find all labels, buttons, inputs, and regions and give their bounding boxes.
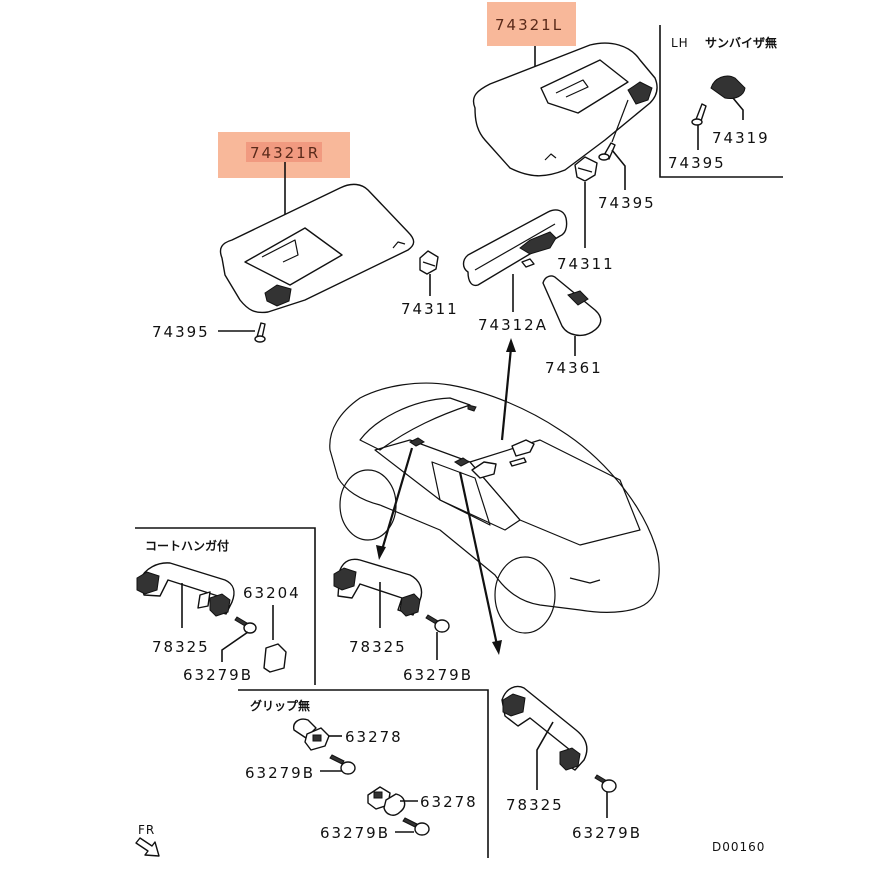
inset-frame	[659, 25, 783, 178]
inset-title: コートハンガ付	[145, 538, 229, 553]
part-label[interactable]: 78325	[506, 796, 564, 814]
part-label[interactable]: 74395	[668, 154, 726, 172]
location-arrow-grip-center	[376, 447, 414, 560]
inset-coat-hanger: コートハンガ付 78325 63204 63279B	[135, 527, 316, 685]
inset-frame	[135, 527, 316, 685]
diagram-code: D00160	[712, 840, 765, 854]
location-arrow-mirror	[500, 338, 516, 441]
part-label[interactable]: 74361	[545, 359, 603, 377]
part-label[interactable]: 74312A	[478, 316, 548, 334]
inset-lh-no-sunvisor: LH サンバイザ無 74319 74395	[659, 25, 783, 178]
part-label: 74321R	[250, 144, 320, 162]
direction-label: FR	[138, 823, 155, 837]
callout-74321l[interactable]: 74321L	[487, 2, 576, 46]
inset-frame	[238, 689, 489, 858]
assist-grip-right[interactable]	[501, 685, 588, 771]
screw-coat-hanger[interactable]	[234, 616, 257, 634]
part-label[interactable]: 74319	[712, 129, 770, 147]
visor-bracket[interactable]	[710, 75, 746, 99]
rear-view-mirror[interactable]	[462, 209, 568, 287]
screw-no-grip-2[interactable]	[402, 817, 430, 836]
guide-line	[611, 99, 629, 143]
part-label[interactable]: 63204	[243, 584, 301, 602]
leader-line	[536, 721, 554, 790]
part-label[interactable]: 63279B	[320, 824, 390, 842]
inset-title: サンバイザ無	[705, 35, 777, 50]
highlight-text-bg	[246, 142, 322, 162]
part-label[interactable]: 63278	[420, 793, 478, 811]
leader-line	[611, 149, 626, 190]
part-label[interactable]: 74395	[152, 323, 210, 341]
location-arrow-grip-right	[458, 471, 502, 655]
sun-visor-left[interactable]	[472, 42, 658, 177]
leader-line	[221, 631, 249, 662]
inset-no-grip: グリップ無 63278 63279B 63278 63279B	[238, 689, 489, 858]
visor-holder-left[interactable]	[574, 156, 598, 182]
inset-title: グリップ無	[250, 698, 310, 713]
part-label[interactable]: 63278	[345, 728, 403, 746]
highlight-box	[487, 2, 576, 46]
front-arrow-icon	[135, 837, 160, 857]
part-label[interactable]: 63279B	[403, 666, 473, 684]
sun-visor-right[interactable]	[219, 183, 415, 314]
callout-74321r[interactable]: 74321R	[218, 132, 350, 178]
part-label: 74321L	[495, 16, 563, 34]
screw-left[interactable]	[598, 142, 616, 161]
assist-grip-center[interactable]	[333, 558, 423, 617]
coat-hook[interactable]	[263, 643, 287, 673]
screw-right[interactable]	[254, 322, 266, 343]
screw-grip-center[interactable]	[425, 614, 450, 633]
mirror-cover[interactable]	[542, 275, 602, 337]
part-label[interactable]: 74395	[598, 194, 656, 212]
part-label[interactable]: 63279B	[245, 764, 315, 782]
front-direction-indicator: FR	[135, 823, 160, 857]
leader-line	[732, 97, 744, 120]
part-label[interactable]: 63279B	[572, 824, 642, 842]
part-label[interactable]: 78325	[349, 638, 407, 656]
part-label[interactable]: 63279B	[183, 666, 253, 684]
vehicle-outline	[329, 382, 660, 634]
part-label[interactable]: 74311	[401, 300, 459, 318]
part-label[interactable]: 74311	[557, 255, 615, 273]
assist-grip-coat-hanger[interactable]	[136, 562, 235, 617]
screw-inset[interactable]	[691, 103, 707, 126]
part-label[interactable]: 78325	[152, 638, 210, 656]
screw-grip-right[interactable]	[594, 774, 617, 793]
visor-holder-right[interactable]	[419, 250, 439, 275]
inset-title-prefix: LH	[671, 36, 689, 50]
grip-cap-1[interactable]	[293, 718, 330, 751]
screw-no-grip-1[interactable]	[329, 754, 356, 775]
grip-cap-2[interactable]	[367, 786, 406, 816]
